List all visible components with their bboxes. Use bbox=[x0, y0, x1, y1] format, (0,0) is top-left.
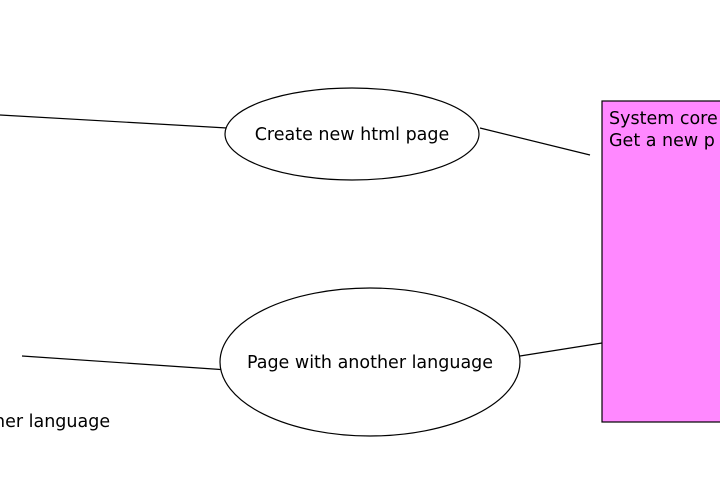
use-case-create-new-html-page[interactable]: Create new html page bbox=[224, 87, 480, 181]
use-case-ellipse bbox=[219, 287, 521, 437]
system-core-title: System core bbox=[609, 109, 718, 129]
use-case-label: Create new html page bbox=[255, 125, 450, 145]
connector-actor-to-language-page bbox=[21, 355, 229, 371]
actor-label: her language bbox=[0, 412, 110, 432]
connector-language-page-to-system bbox=[519, 342, 603, 357]
system-core-rect bbox=[601, 100, 720, 423]
use-case-page-with-another-language[interactable]: Page with another language bbox=[219, 287, 521, 437]
system-core-box[interactable]: System core Get a new p bbox=[601, 100, 720, 423]
connector-create-page-to-system bbox=[479, 127, 591, 156]
connector-actor-to-create-page bbox=[0, 114, 228, 129]
system-core-subtitle: Get a new p bbox=[609, 131, 715, 151]
use-case-ellipse bbox=[224, 87, 480, 181]
use-case-label: Page with another language bbox=[247, 353, 493, 373]
